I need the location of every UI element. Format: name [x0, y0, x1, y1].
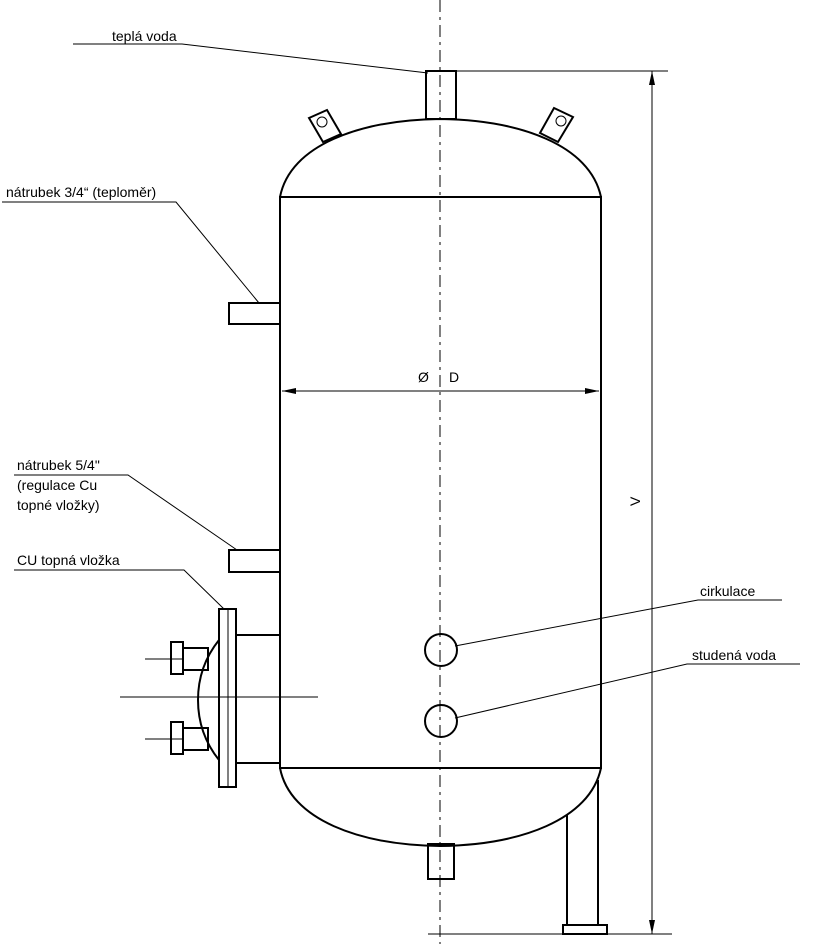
label-nozzle-thermometer: nátrubek 3/4“ (teploměr)	[6, 184, 156, 200]
support-leg	[562, 780, 608, 935]
bottom-drain-pipe	[427, 843, 455, 880]
label-circulation: cirkulace	[700, 583, 755, 599]
height-dimension	[456, 70, 668, 934]
diameter-letter: D	[449, 369, 459, 385]
lifting-lug-right	[538, 106, 575, 144]
circulation-port	[424, 633, 458, 667]
label-cold-water: studená voda	[692, 647, 776, 663]
leader-cu-heater	[14, 569, 225, 610]
tank-top-head	[279, 117, 602, 198]
diameter-dimension	[282, 388, 599, 394]
tank-bottom-head	[279, 767, 602, 848]
leader-nozzle-regulation	[14, 474, 238, 551]
diameter-symbol: Ø	[418, 369, 429, 385]
lifting-lug-left	[307, 108, 343, 144]
label-hot-water: teplá voda	[112, 28, 177, 44]
leader-hot-water	[73, 43, 429, 74]
label-nozzle-regulation-1: nátrubek 5/4"	[17, 457, 100, 473]
hot-water-pipe	[425, 70, 457, 120]
cold-water-port	[424, 704, 458, 738]
tank-shell	[279, 196, 602, 769]
leader-circulation	[454, 599, 782, 647]
cu-heater-insert	[120, 608, 318, 788]
leader-nozzle-thermometer	[2, 201, 260, 304]
label-cu-heater: CU topná vložka	[17, 552, 120, 568]
nozzle-thermometer	[228, 302, 281, 325]
leader-cold-water	[454, 663, 800, 719]
label-nozzle-regulation-3: topné vložky)	[17, 497, 99, 513]
label-nozzle-regulation-2: (regulace Cu	[17, 477, 97, 493]
height-letter: V	[627, 496, 643, 506]
nozzle-regulation	[228, 549, 281, 573]
